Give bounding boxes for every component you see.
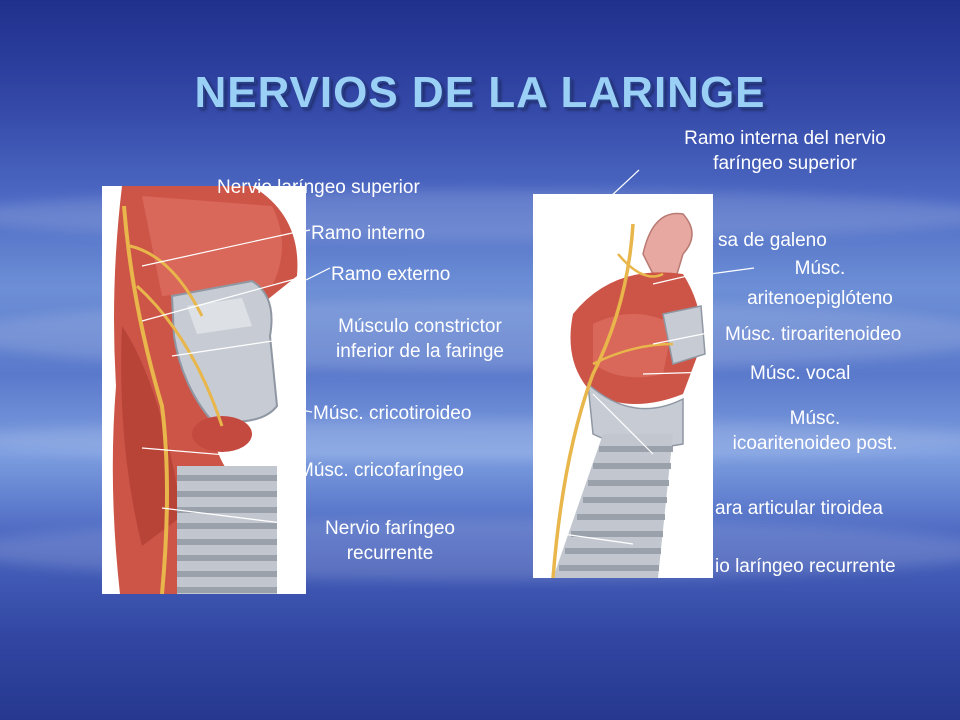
label-cara-articular-tiroidea: ara articular tiroidea bbox=[715, 498, 883, 519]
label-ramo-externo: Ramo externo bbox=[331, 264, 451, 285]
label-line: Ramo interna del nervio bbox=[684, 128, 886, 149]
larynx-posterior-illustration bbox=[533, 194, 713, 578]
label-line: aritenoepiglóteno bbox=[747, 288, 893, 309]
label-musc-vocal: Músc. vocal bbox=[750, 363, 851, 384]
pointer-lines-left bbox=[300, 229, 331, 413]
larynx-lateral-illustration bbox=[102, 186, 306, 594]
label-line: recurrente bbox=[346, 543, 434, 564]
label-line: faríngeo superior bbox=[713, 153, 857, 174]
label-musc-aritenoepigloteno: Músc. aritenoepiglóteno bbox=[720, 254, 920, 314]
label-line: Nervio faríngeo bbox=[325, 518, 455, 539]
label-ramo-interno: Ramo interno bbox=[311, 223, 426, 244]
label-ramo-interna-nervio: Ramo interna del nervio faríngeo superio… bbox=[640, 126, 930, 176]
label-line: Músc. bbox=[794, 258, 846, 279]
label-musc-cricotiroideo: Músc. cricotiroideo bbox=[313, 403, 472, 424]
label-nervio-laringeo-recurrente: io laríngeo recurrente bbox=[715, 556, 896, 577]
pointer-line-arit bbox=[710, 267, 755, 275]
label-musc-cricoaritenoideo-post: Músc. icoaritenoideo post. bbox=[705, 406, 925, 456]
label-line: inferior de la faringe bbox=[336, 341, 504, 362]
pointer-line-ramo bbox=[608, 169, 640, 199]
label-line: icoaritenoideo post. bbox=[732, 433, 898, 454]
label-nervio-laringeo-superior: Nervio laríngeo superior bbox=[217, 177, 420, 198]
label-line: Músc. bbox=[789, 408, 841, 429]
label-musc-tiroaritenoideo: Músc. tiroaritenoideo bbox=[725, 324, 902, 345]
label-nervio-faringeo-recurrente: Nervio faríngeo recurrente bbox=[300, 516, 480, 566]
label-musc-cricofaringeo: Músc. cricofaríngeo bbox=[298, 460, 464, 481]
label-musculo-constrictor: Músculo constrictor inferior de la farin… bbox=[310, 314, 530, 364]
label-line: Músculo constrictor bbox=[338, 316, 502, 337]
label-asa-de-galeno: sa de galeno bbox=[718, 230, 827, 251]
slide-title: NERVIOS DE LA LARINGE bbox=[194, 68, 766, 117]
